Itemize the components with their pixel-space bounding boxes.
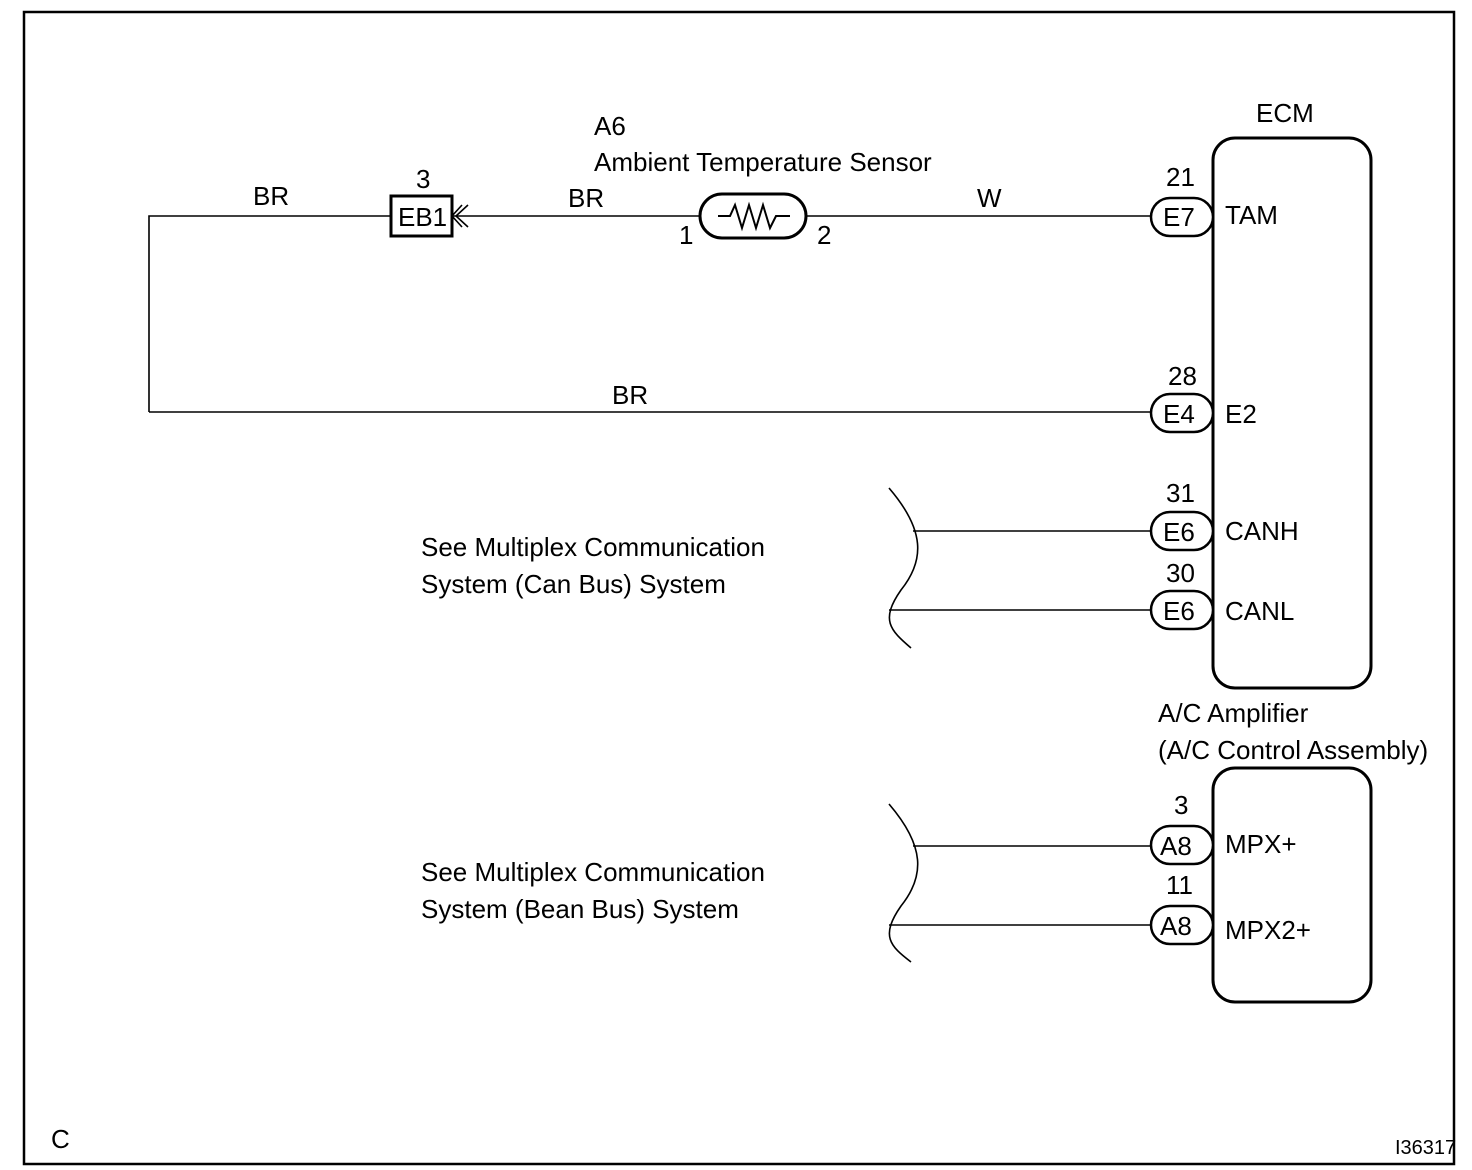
ecm-pin-number-canl: 30 xyxy=(1166,558,1195,588)
ecm-pin-number-e2: 28 xyxy=(1168,361,1197,391)
ac-pin-number-mpx: 3 xyxy=(1174,790,1188,820)
ac-amplifier-subtitle: (A/C Control Assembly) xyxy=(1158,735,1428,765)
ac-pin-number-mpx2: 11 xyxy=(1166,870,1193,900)
ac-amplifier-box xyxy=(1211,766,1373,1004)
ecm-pin-signal-tam: TAM xyxy=(1225,200,1278,230)
bean-bus-break-mark xyxy=(888,803,919,963)
ecm-pin-signal-e2: E2 xyxy=(1225,399,1257,429)
ac-pin-connector-mpx xyxy=(1149,824,1215,866)
figure-id: I36317 xyxy=(1395,1137,1456,1159)
ecm-pin-signal-canl: CANL xyxy=(1225,596,1294,626)
ecm-pin-connector-canh xyxy=(1149,510,1215,552)
diagram-frame xyxy=(22,10,1456,1166)
wire-label-sensor-ecm: W xyxy=(977,183,1002,213)
junction-chevron-inner xyxy=(450,204,463,228)
can-bus-break-mark xyxy=(888,487,919,649)
wire-label-junction-sensor: BR xyxy=(568,183,604,213)
sensor-pin-left: 1 xyxy=(679,220,693,250)
ecm-pin-number-canh: 31 xyxy=(1166,478,1195,508)
ac-pin-code-mpx: A8 xyxy=(1160,831,1192,861)
bean-bus-note-line1: See Multiplex Communication xyxy=(421,857,765,887)
thermistor-resistor-icon xyxy=(718,201,790,232)
ecm-pin-number-tam: 21 xyxy=(1166,162,1195,192)
can-bus-note-line2: System (Can Bus) System xyxy=(421,569,726,599)
junction-chevron-outer xyxy=(454,204,469,228)
junction-connector-code: EB1 xyxy=(398,202,447,232)
junction-pin-number: 3 xyxy=(416,164,430,194)
ac-pin-connector-mpx2 xyxy=(1149,904,1215,946)
wire-label-ground-return: BR xyxy=(612,380,648,410)
sensor-pin-right: 2 xyxy=(817,220,831,250)
ecm-pin-connector-e2 xyxy=(1149,392,1215,434)
ecm-pin-code-e2: E4 xyxy=(1163,399,1195,429)
sensor-name: Ambient Temperature Sensor xyxy=(594,147,932,177)
sensor-code: A6 xyxy=(594,111,626,141)
ecm-pin-signal-canh: CANH xyxy=(1225,516,1299,546)
ecm-pin-connector-tam xyxy=(1149,196,1215,238)
ecm-pin-code-tam: E7 xyxy=(1163,202,1195,232)
corner-label: C xyxy=(51,1124,70,1154)
ecm-pin-code-canl: E6 xyxy=(1163,596,1195,626)
junction-connector-box xyxy=(389,194,454,238)
ac-pin-signal-mpx2: MPX2+ xyxy=(1225,915,1311,945)
ac-amplifier-title: A/C Amplifier xyxy=(1158,698,1309,728)
wire-label-top-left: BR xyxy=(253,181,289,211)
bean-bus-note-line2: System (Bean Bus) System xyxy=(421,894,739,924)
ecm-pin-connector-canl xyxy=(1149,589,1215,631)
can-bus-note-line1: See Multiplex Communication xyxy=(421,532,765,562)
ac-pin-signal-mpx: MPX+ xyxy=(1225,829,1297,859)
ecm-pin-code-canh: E6 xyxy=(1163,517,1195,547)
ecm-title: ECM xyxy=(1256,98,1314,128)
wire-br-left xyxy=(148,215,390,412)
ac-pin-code-mpx2: A8 xyxy=(1160,911,1192,941)
